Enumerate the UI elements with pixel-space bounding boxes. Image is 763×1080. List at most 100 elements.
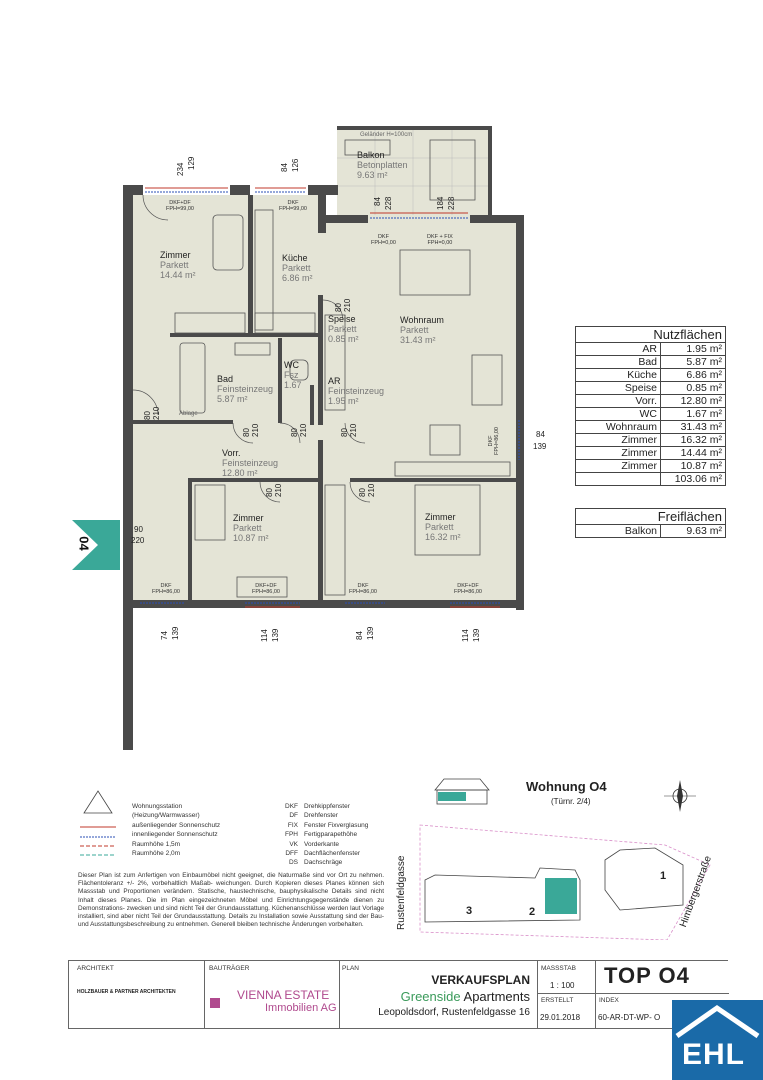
plan-project: Greenside Apartments (400, 989, 530, 1004)
dim-label: 228 (384, 196, 393, 210)
top-marker-label: 04 (76, 536, 92, 551)
top-number: TOP O4 (604, 963, 690, 988)
nutzflaechen-title: Nutzflächen (575, 326, 726, 343)
gelaender-label: Geländer H=100cm (360, 132, 413, 138)
site-building-3: 3 (466, 905, 473, 917)
dim-label: 210 (349, 423, 358, 437)
legend-abbr-desc: Drehkippfenster Drehfenster Fenster Fixv… (304, 803, 369, 867)
dim-label: 84 (536, 430, 545, 439)
dim-label: 74 (160, 631, 169, 640)
top-cell: TOP O4 INDEX 60-AR-DT-WP- O (595, 961, 729, 1028)
window-shades (140, 191, 520, 604)
floor-plan (72, 126, 524, 750)
dim-label: 228 (447, 196, 456, 210)
balcony-tiles (337, 130, 490, 215)
dim-label: 80 (340, 428, 349, 437)
dim-label: 84 (355, 631, 364, 640)
dim-label: 84 (280, 163, 289, 172)
dim-label: 234 (176, 162, 185, 176)
street-rustenfeldgasse: Rustenfeldgasse (396, 855, 407, 931)
title-block: ARCHITEKT HOLZBAUER & PARTNER ARCHITEKTE… (68, 960, 729, 1029)
dim-label: 80 (265, 488, 274, 497)
top-marker-shape (72, 520, 120, 570)
window-label: DKF+DF FPH=86,00 (454, 583, 482, 595)
table-total-row: 103.06 m² (575, 472, 726, 486)
wohnung-title: Wohnung O4 (526, 779, 607, 794)
dim-label: 139 (366, 626, 375, 640)
house-icon (675, 1004, 760, 1039)
window-label: DKF FPH=86,00 (488, 427, 500, 455)
architekt-cell: ARCHITEKT HOLZBAUER & PARTNER ARCHITEKTE… (68, 961, 205, 1028)
dim-label: 210 (152, 406, 161, 420)
dim-label: 80 (358, 488, 367, 497)
site-building-1: 1 (660, 870, 667, 882)
dim-label: 129 (187, 156, 196, 170)
walls (123, 126, 524, 750)
dim-label: 210 (274, 483, 283, 497)
index-value: 60-AR-DT-WP- O (598, 1013, 661, 1022)
dim-label: 220 (131, 536, 145, 545)
site-plan (419, 824, 711, 940)
room-floors (133, 130, 516, 600)
dim-label: 80 (143, 411, 152, 420)
disclaimer-text: Dieser Plan ist zum Anfertigen von Einba… (78, 872, 384, 929)
bautraeger-cell: BAUTRÄGER VIENNA ESTATE Immobilien AG (204, 961, 340, 1028)
ehl-logo: EHL (672, 1000, 763, 1080)
legend-symbols (80, 790, 116, 856)
window-label: DKF+DF FPH=99,00 (166, 200, 194, 212)
dim-label: 139 (533, 442, 547, 451)
dim-label: 90 (134, 525, 143, 534)
dim-label: 114 (461, 629, 470, 642)
legend-left: Wohnungsstation (Heizung/Warmwasser) auß… (132, 803, 221, 857)
dim-label: 210 (343, 298, 352, 312)
window-label: DKF FPH=0,00 (371, 234, 396, 246)
dim-label: 210 (299, 423, 308, 437)
compass-icon (664, 780, 696, 812)
legend-abbr: DKF DF FIX FPH VK DFF DS (285, 803, 298, 867)
outside-shades (145, 187, 500, 608)
dim-label: 114 (260, 629, 269, 642)
doors (132, 194, 371, 503)
plan-address: Leopoldsdorf, Rustenfeldgasse 16 (378, 1007, 530, 1018)
window-label: DKF + FIX FPH=0,00 (427, 234, 453, 246)
window-label: DKF FPH=99,00 (279, 200, 307, 212)
erstellt-value: 29.01.2018 (540, 1013, 581, 1022)
architekt-name: HOLZBAUER & PARTNER ARCHITEKTEN (77, 989, 176, 995)
dim-label: 210 (367, 483, 376, 497)
ablage-label: Ablage (179, 411, 198, 417)
plan-cell: PLAN VERKAUFSPLAN Greenside Apartments L… (339, 961, 538, 1028)
dim-label: 126 (291, 158, 300, 172)
bautraeger-sub: Immobilien AG (265, 1002, 337, 1014)
dim-label: 139 (171, 626, 180, 640)
dim-label: 80 (242, 428, 251, 437)
vienna-estate-logo-icon (210, 998, 220, 1008)
window-label: DKF+DF FPH=86,00 (252, 583, 280, 595)
freiflaechen-title: Freiflächen (575, 508, 726, 525)
dim-label: 139 (271, 628, 280, 642)
wohnung-sub: (Türnr. 2/4) (551, 797, 591, 806)
dim-label: 80 (290, 428, 299, 437)
massstab-cell: MASSSTAB 1 : 100 ERSTELLT 29.01.2018 (537, 961, 596, 1028)
bautraeger-name: VIENNA ESTATE (237, 988, 330, 1002)
furniture (174, 139, 511, 598)
window-label: DKF FPH=86,00 (152, 583, 180, 595)
window-label: DKF FPH=86,00 (349, 583, 377, 595)
